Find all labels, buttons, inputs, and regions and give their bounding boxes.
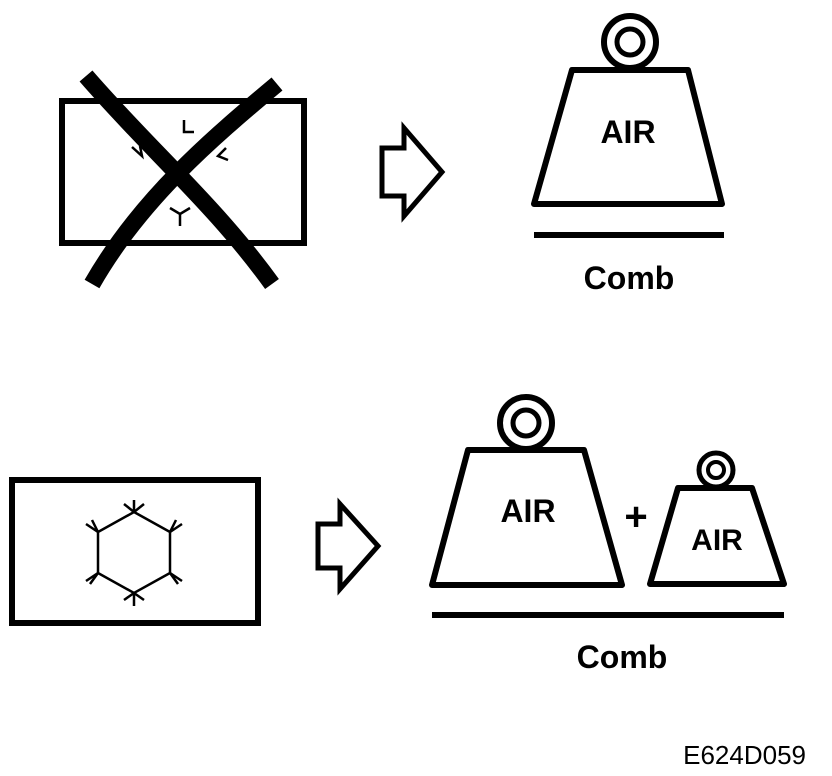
partial-cell-walls — [131, 120, 229, 226]
panel-frame — [9, 477, 261, 626]
complete-cell-panel — [9, 477, 261, 626]
comb-caption: Comb — [584, 260, 675, 296]
air-weight-small-icon: AIR — [647, 450, 787, 587]
comb-caption: Comb — [577, 639, 668, 675]
weight-label: AIR — [691, 524, 743, 557]
comb-baseline — [432, 612, 784, 618]
air-weight-icon: AIR — [531, 13, 725, 207]
weight-label: AIR — [600, 114, 655, 150]
incomplete-cell-panel — [59, 70, 307, 289]
hexagon-cell-icon — [85, 500, 183, 606]
cross-out-mark — [79, 70, 283, 289]
plus-sign: + — [624, 495, 647, 539]
air-weight-large-icon: AIR — [429, 394, 625, 588]
arrow-icon — [379, 121, 446, 223]
panel-frame — [59, 98, 307, 246]
weight-label: AIR — [500, 493, 555, 529]
figure-code: E624D059 — [683, 740, 806, 770]
arrow-icon — [315, 497, 382, 596]
comb-baseline — [534, 232, 724, 238]
